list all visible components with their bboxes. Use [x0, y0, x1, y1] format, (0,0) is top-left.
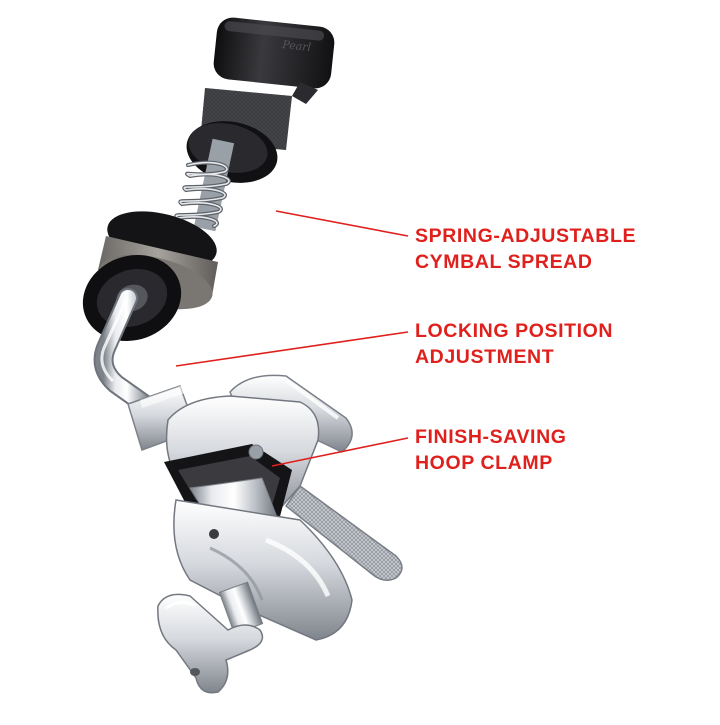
leader-line-locking — [175, 331, 409, 367]
callout-line: FINISH-SAVING — [415, 426, 567, 448]
top-lock-nut: Pearl — [213, 17, 335, 104]
callout-line: CYMBAL SPREAD — [415, 251, 593, 273]
spring — [174, 138, 235, 232]
callout-line: ADJUSTMENT — [415, 346, 555, 368]
callout-spring-adjustable: SPRING-ADJUSTABLE CYMBAL SPREAD — [415, 223, 636, 275]
callout-line: LOCKING POSITION — [415, 320, 614, 342]
leader-line-spring — [275, 210, 409, 237]
svg-text:Pearl: Pearl — [281, 38, 312, 54]
callout-hoop-clamp: FINISH-SAVING HOOP CLAMP — [415, 424, 567, 476]
callout-locking-position: LOCKING POSITION ADJUSTMENT — [415, 318, 613, 370]
hoop-clamp — [157, 374, 403, 694]
callout-line: HOOP CLAMP — [415, 452, 553, 474]
l-rod — [93, 288, 160, 418]
callout-line: SPRING-ADJUSTABLE — [415, 225, 637, 247]
leader-line-clamp — [271, 437, 409, 467]
